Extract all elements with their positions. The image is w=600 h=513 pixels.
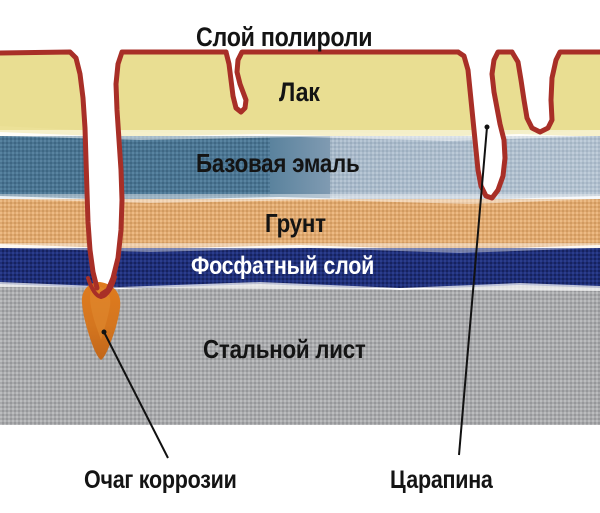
- leader-corrosion-dot: [101, 329, 107, 335]
- leader-lines: [103, 126, 488, 459]
- label-base-enamel-layer: Базовая эмаль: [196, 148, 360, 178]
- leader-scratch: [458, 126, 488, 456]
- label-polish-layer: Слой полироли: [196, 22, 373, 52]
- coating-outline: [0, 49, 600, 299]
- label-primer-layer: Грунт: [265, 208, 326, 238]
- corrosion-site: [81, 282, 121, 360]
- leader-scratch-dot: [484, 124, 490, 130]
- leader-corrosion: [103, 331, 169, 459]
- label-steel-sheet: Стальной лист: [203, 334, 366, 364]
- label-scratch: Царапина: [390, 466, 493, 494]
- label-phosphate-layer: Фосфатный слой: [191, 252, 375, 280]
- label-corrosion-site: Очаг коррозии: [84, 466, 237, 494]
- layer-steel: [0, 282, 600, 425]
- label-lacquer-layer: Лак: [279, 77, 320, 107]
